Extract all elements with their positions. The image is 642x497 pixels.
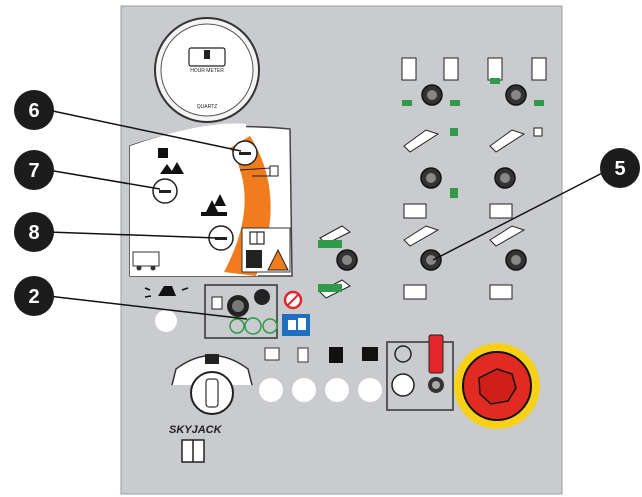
reset-switch-box [386, 334, 454, 411]
power-icon [254, 289, 270, 305]
callout-2-label: 2 [28, 286, 39, 308]
emergency-stop [454, 343, 540, 429]
hour-meter: HOUR METER QUARTZ [154, 17, 260, 123]
operator-manual-icon [181, 439, 205, 463]
glow-plug-light [358, 378, 382, 402]
no-entry-icon [283, 290, 303, 310]
hour-meter-brand: QUARTZ [197, 104, 217, 110]
platform-indicator-panel [129, 123, 293, 277]
callout-6-leader [47, 109, 242, 152]
alarm-indicator-light [155, 310, 177, 332]
callout-8-label: 8 [28, 222, 39, 244]
callout-8-leader [47, 231, 218, 239]
fuel-light [325, 378, 349, 402]
callout-6-label: 6 [28, 100, 39, 122]
function-switches [318, 57, 547, 300]
engine-light [259, 378, 283, 402]
callout-2: 2 [14, 276, 54, 316]
hour-meter-label: HOUR METER [190, 68, 224, 74]
callout-7: 7 [14, 150, 54, 190]
temperature-icon [297, 347, 309, 363]
key-switch-area [171, 354, 253, 415]
callout-8: 8 [14, 212, 54, 252]
glow-plug-icon [362, 347, 378, 361]
callout-5-label: 5 [614, 158, 625, 180]
red-toggle-switch[interactable] [428, 334, 444, 374]
skyjack-logo: SKYJACK [169, 424, 223, 436]
callout-7-label: 7 [28, 160, 39, 182]
alarm-light-icon [144, 286, 189, 298]
horn-button[interactable] [391, 373, 415, 397]
drive-enable-box [204, 284, 278, 339]
callout-6: 6 [14, 90, 54, 130]
fuel-icon [329, 347, 343, 363]
callout-5: 5 [600, 148, 640, 188]
callout-7-leader [47, 169, 161, 190]
callout-5-leader [432, 167, 613, 261]
temperature-light [292, 378, 316, 402]
platform-overload-icon [282, 314, 310, 336]
callout-2-leader [47, 295, 248, 320]
key-switch-ground-icon [205, 354, 219, 364]
engine-icon [264, 347, 280, 361]
horn-icon [394, 345, 412, 363]
